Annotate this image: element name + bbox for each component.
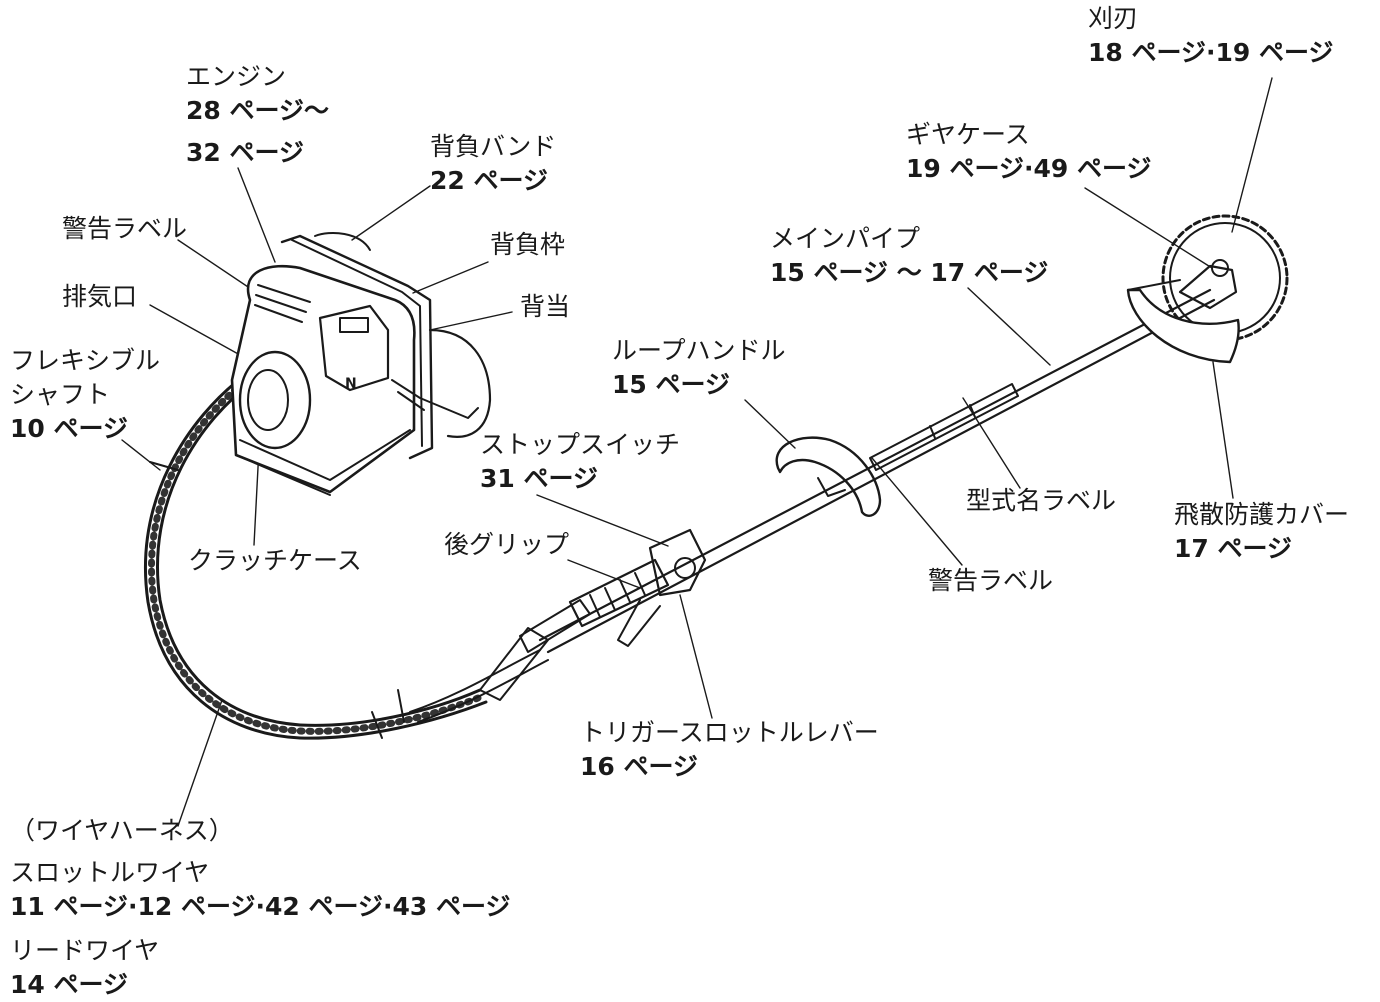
label-warning-engine-name: 警告ラベル <box>62 214 188 243</box>
label-harness-band: 背負バンド 22 ページ <box>430 130 556 198</box>
label-blade-name: 刈刃 <box>1088 4 1139 33</box>
rear-grip <box>568 528 707 647</box>
engine-unit <box>230 231 492 496</box>
label-main-pipe-name: メインパイプ <box>770 224 921 253</box>
label-trigger: トリガースロットルレバー 16 ページ <box>580 716 879 784</box>
label-warning-shaft-name: 警告ラベル <box>928 566 1054 595</box>
label-flex-shaft-pages: 10 ページ <box>10 414 128 443</box>
label-gear-case-pages: 19 ページ·49 ページ <box>906 154 1152 183</box>
label-clutch-case: クラッチケース <box>188 544 362 578</box>
label-exhaust: 排気口 <box>62 280 137 314</box>
label-gear-case: ギヤケース 19 ページ·49 ページ <box>906 118 1152 186</box>
label-wire-harness: （ワイヤハーネス） <box>10 814 234 848</box>
label-rear-grip-name: 後グリップ <box>444 530 570 559</box>
label-flex-shaft: フレキシブル シャフト 10 ページ <box>10 344 160 446</box>
label-throttle-wire-name: スロットルワイヤ <box>10 858 210 887</box>
label-loop-handle-pages: 15 ページ <box>612 370 730 399</box>
label-blade: 刈刃 18 ページ·19 ページ <box>1088 2 1334 70</box>
label-back-pad-name: 背当 <box>520 292 571 321</box>
label-loop-handle: ループハンドル 15 ページ <box>612 334 786 402</box>
label-warning-engine: 警告ラベル <box>62 212 187 246</box>
loop-handle <box>775 436 882 517</box>
label-engine-pages-1: 28 ページ～ <box>186 96 329 125</box>
label-throttle-wire: スロットルワイヤ 11 ページ·12 ページ·42 ページ·43 ページ <box>10 856 510 924</box>
label-guard-name: 飛散防護カバー <box>1174 500 1350 529</box>
label-rear-grip: 後グリップ <box>444 528 569 562</box>
label-back-frame-name: 背負枠 <box>490 230 566 259</box>
label-lead-wire-name: リードワイヤ <box>10 936 160 965</box>
label-lead-wire-pages: 14 ページ <box>10 970 128 999</box>
label-stop-switch-pages: 31 ページ <box>480 464 598 493</box>
gear-case <box>1178 259 1238 310</box>
label-trigger-name: トリガースロットルレバー <box>580 718 879 747</box>
label-back-pad: 背当 <box>520 290 570 324</box>
label-gear-case-name: ギヤケース <box>906 120 1030 149</box>
neutral-mark: N <box>345 376 357 392</box>
label-engine: エンジン 28 ページ～ 32 ページ <box>186 60 329 170</box>
label-harness-band-pages: 22 ページ <box>430 166 548 195</box>
label-loop-handle-name: ループハンドル <box>612 336 786 365</box>
label-trigger-pages: 16 ページ <box>580 752 698 781</box>
label-throttle-wire-pages: 11 ページ·12 ページ·42 ページ·43 ページ <box>10 892 511 921</box>
label-clutch-case-name: クラッチケース <box>188 546 362 575</box>
label-guard: 飛散防護カバー 17 ページ <box>1174 498 1349 566</box>
label-wire-harness-name: （ワイヤハーネス） <box>10 816 234 845</box>
label-flex-shaft-name-2: シャフト <box>10 380 111 409</box>
label-exhaust-name: 排気口 <box>62 282 138 311</box>
label-main-pipe-pages: 15 ページ ～ 17 ページ <box>770 258 1049 287</box>
label-engine-pages-2: 32 ページ <box>186 138 304 167</box>
flexible-shaft <box>144 373 488 740</box>
label-stop-switch: ストップスイッチ 31 ページ <box>480 428 680 496</box>
blade-guard <box>1126 279 1240 364</box>
label-stop-switch-name: ストップスイッチ <box>480 430 681 459</box>
label-back-frame: 背負枠 <box>490 228 565 262</box>
label-harness-band-name: 背負バンド <box>430 132 557 161</box>
label-engine-name: エンジン <box>186 62 287 91</box>
label-flex-shaft-name-1: フレキシブル <box>10 346 161 375</box>
label-model-name-text: 型式名ラベル <box>966 486 1117 515</box>
label-lead-wire: リードワイヤ 14 ページ <box>10 934 159 1002</box>
label-main-pipe: メインパイプ 15 ページ ～ 17 ページ <box>770 222 1048 290</box>
label-model-name: 型式名ラベル <box>966 484 1116 518</box>
label-blade-pages: 18 ページ·19 ページ <box>1088 38 1334 67</box>
label-guard-pages: 17 ページ <box>1174 534 1292 563</box>
label-warning-shaft: 警告ラベル <box>928 564 1053 598</box>
